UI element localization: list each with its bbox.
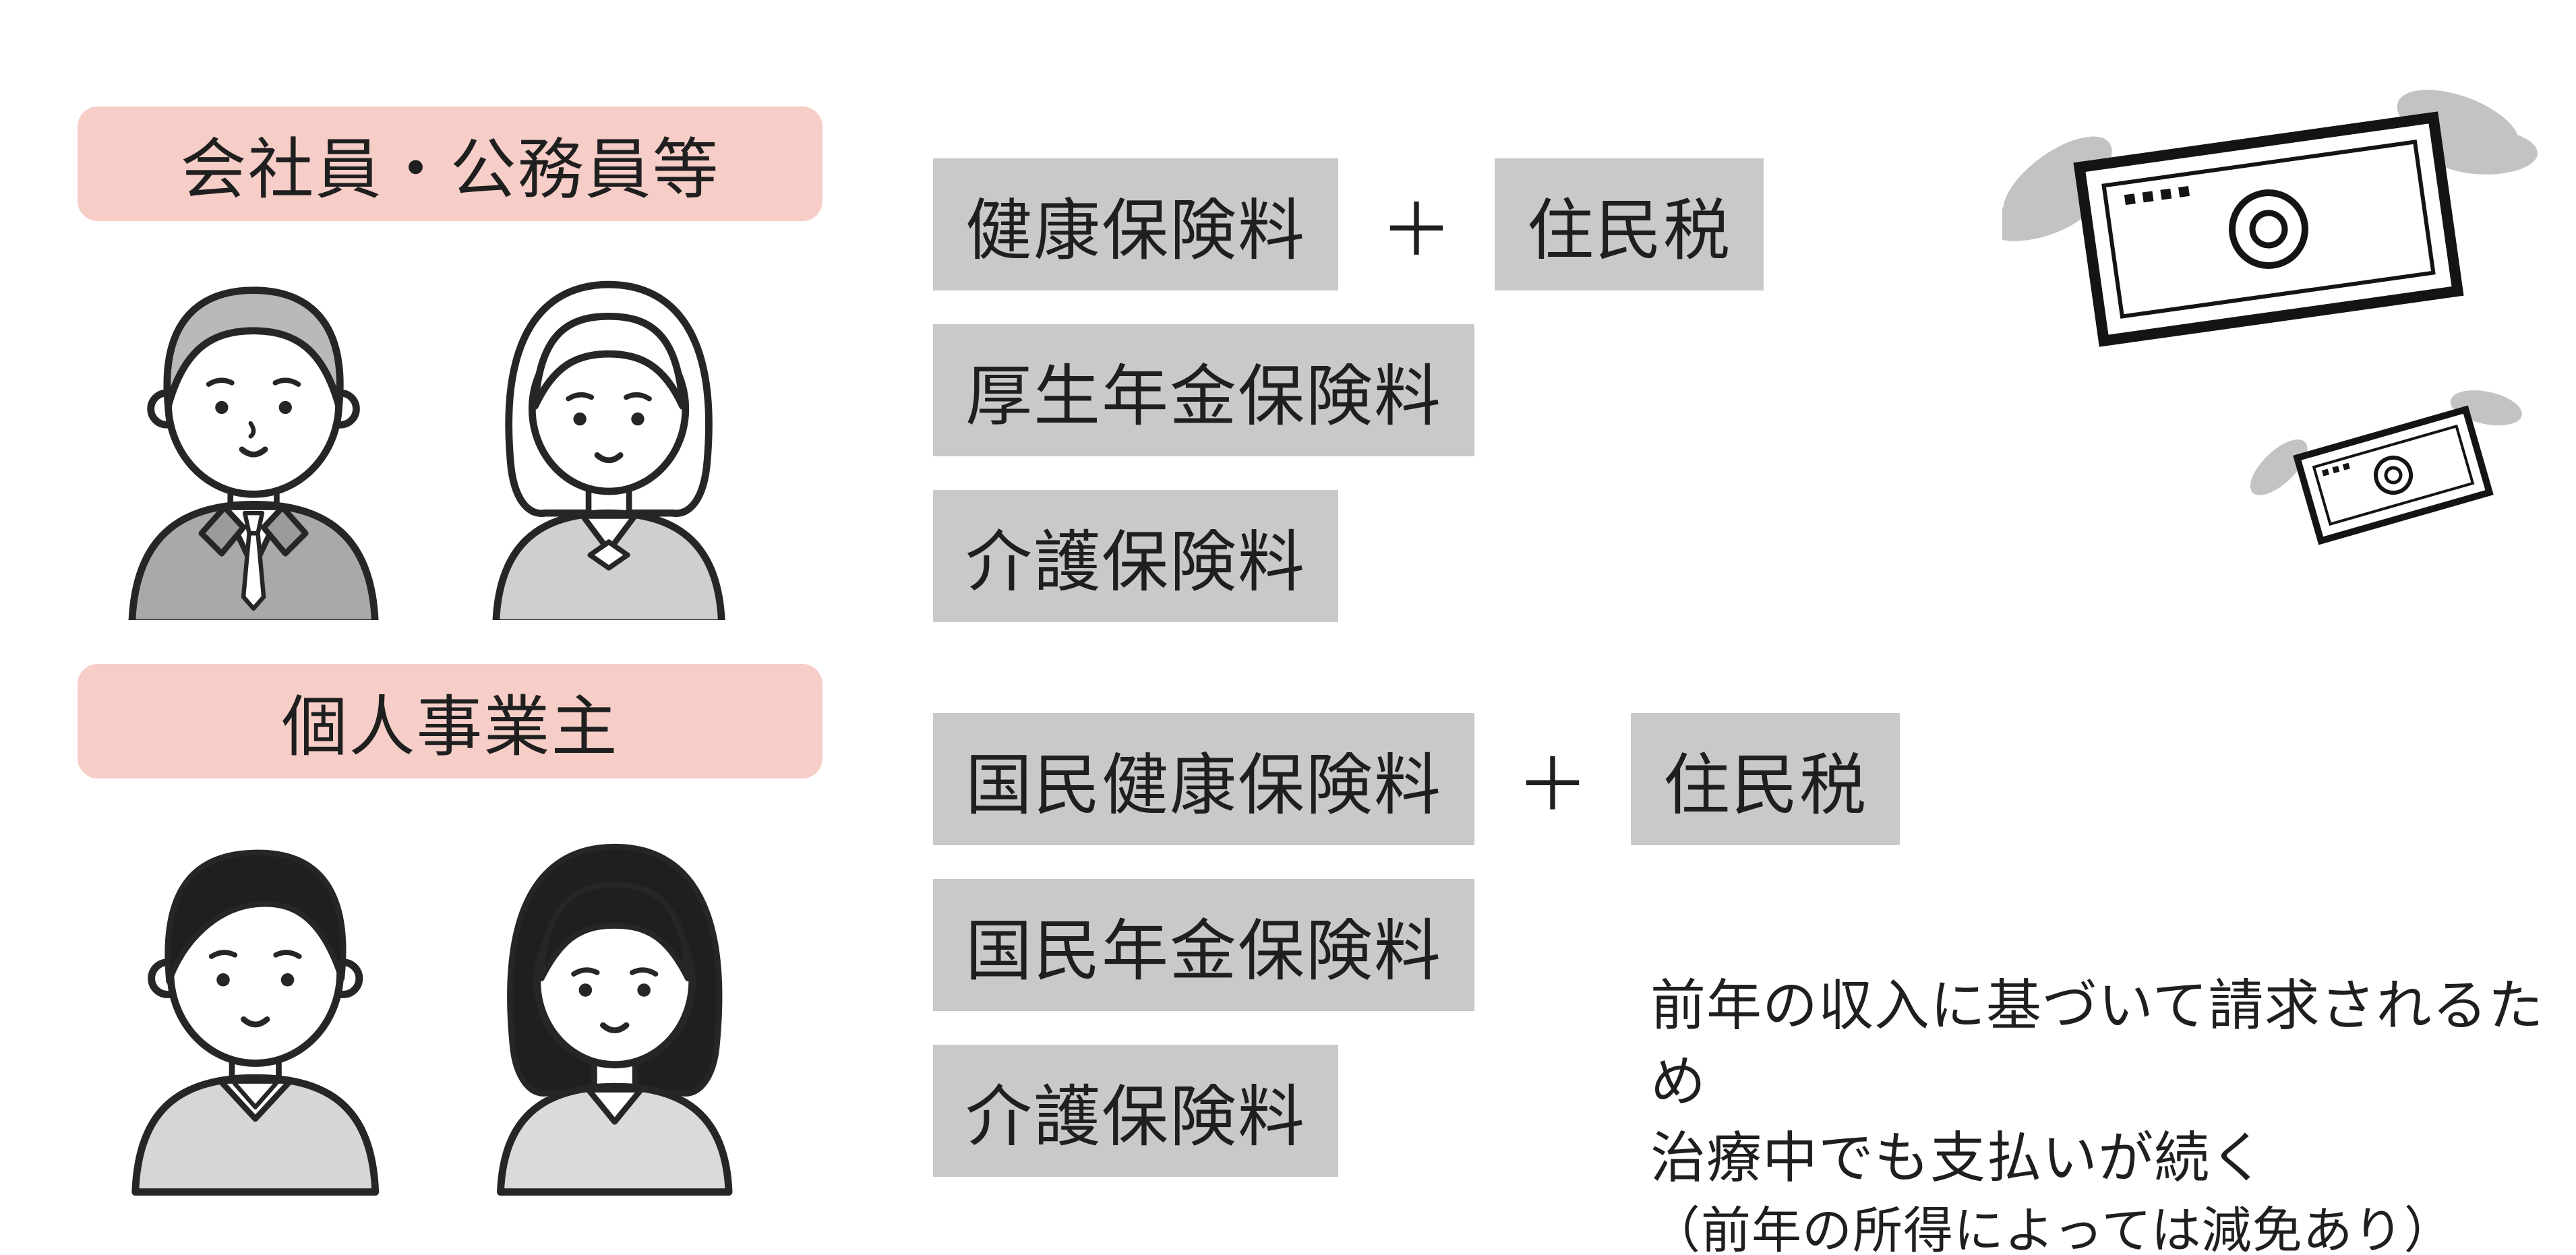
employee-resident-tax-box: 住民税 (1495, 158, 1764, 290)
employee-pension-insurance-box: 厚生年金保険料 (933, 324, 1474, 456)
note-line-2: 治療中でも支払いが続く (1650, 1128, 2267, 1190)
plus-sign: ＋ (1516, 744, 1590, 826)
employee-cost-list: 健康保険料 ＋ 住民税 厚生年金保険料 介護保険料 (933, 158, 1764, 622)
employee-care-insurance-box: 介護保険料 (933, 490, 1338, 622)
self-employed-woman-icon (496, 843, 732, 1196)
self-employed-illustration (94, 797, 775, 1201)
self-employed-health-row: 国民健康保険料 ＋ 住民税 (933, 713, 1900, 845)
winged-banknote-large (2002, 90, 2538, 347)
winged-banknote-small (2250, 390, 2522, 545)
flying-money-icon (2002, 90, 2538, 545)
national-pension-insurance-box: 国民年金保険料 (933, 879, 1474, 1011)
office-woman-icon (492, 280, 725, 620)
employee-health-insurance-box: 健康保険料 (933, 158, 1338, 290)
employee-health-row: 健康保険料 ＋ 住民税 (933, 158, 1764, 290)
self-employed-man-icon (131, 849, 380, 1196)
payment-note: 前年の収入に基づいて請求されるため 治療中でも支払いが続く （前年の所得によって… (1650, 968, 2576, 1255)
self-employed-care-insurance-box: 介護保険料 (933, 1045, 1338, 1177)
self-employed-cost-list: 国民健康保険料 ＋ 住民税 国民年金保険料 介護保険料 (933, 713, 1900, 1177)
self-employed-section-label: 個人事業主 (78, 664, 822, 778)
plus-sign: ＋ (1380, 189, 1454, 271)
employee-section-label: 会社員・公務員等 (78, 106, 822, 221)
self-employed-resident-tax-box: 住民税 (1631, 713, 1900, 845)
office-workers-illustration (94, 244, 775, 620)
national-health-insurance-box: 国民健康保険料 (933, 713, 1474, 845)
office-man-icon (128, 286, 379, 620)
note-line-3: （前年の所得によっては減免あり） (1650, 1202, 2455, 1255)
note-line-1: 前年の収入に基づいて請求されるため (1650, 975, 2544, 1113)
